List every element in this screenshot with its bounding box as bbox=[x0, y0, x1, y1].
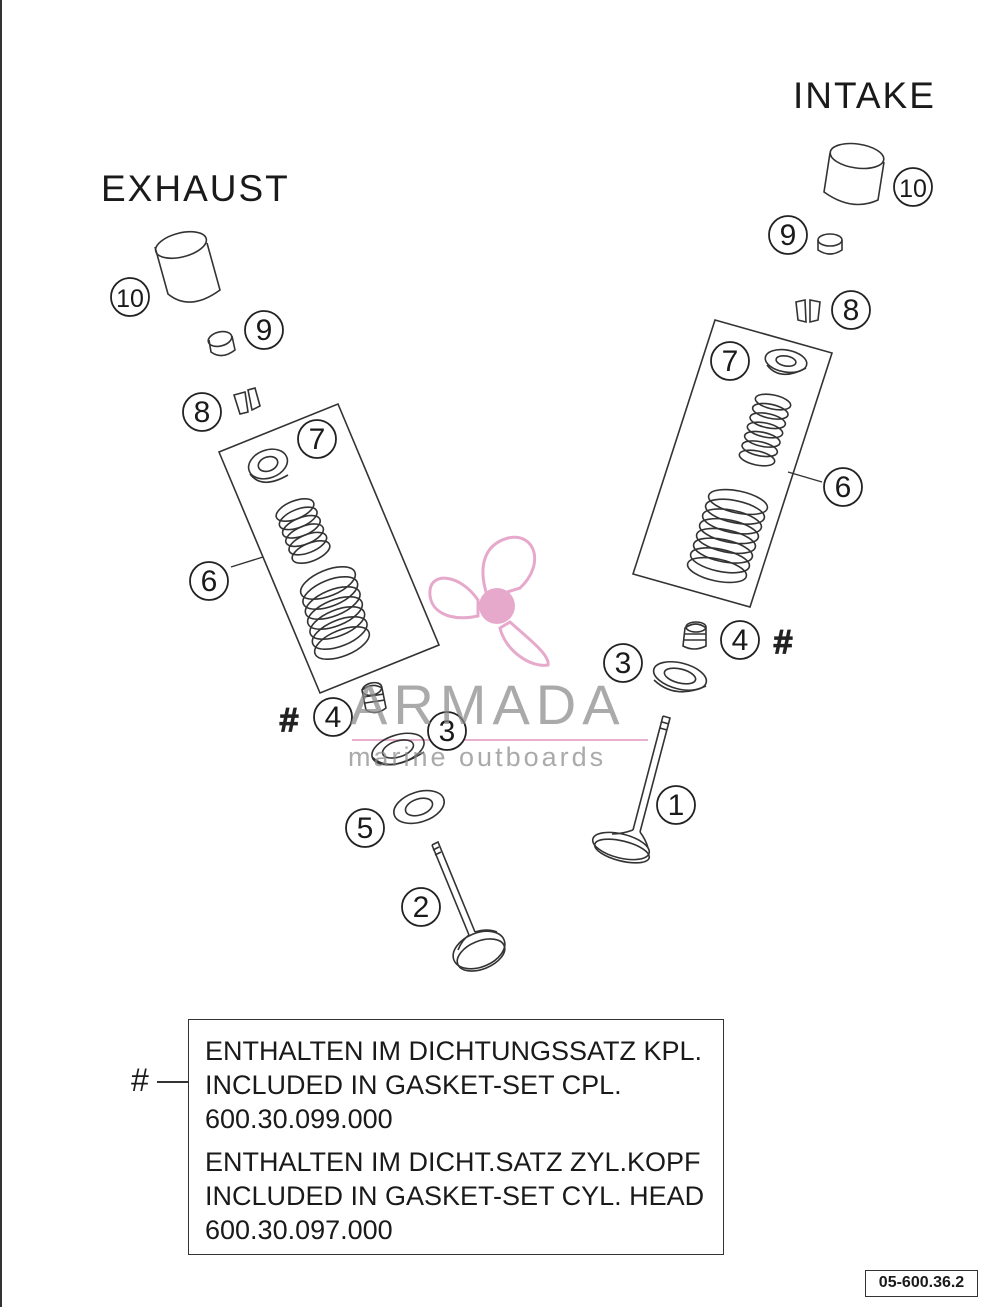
callout-circle-exhaust-3 bbox=[427, 711, 467, 751]
legend-line-4: ENTHALTEN IM DICHT.SATZ ZYL.KOPF bbox=[205, 1147, 701, 1177]
callout-circle-intake-4 bbox=[720, 620, 760, 660]
legend-leader-line bbox=[157, 1081, 188, 1083]
callout-number-intake-9: 9 bbox=[780, 219, 797, 252]
callout-circle-intake-1 bbox=[656, 785, 696, 825]
intake-shim-9 bbox=[817, 233, 843, 255]
watermark-propeller-icon bbox=[428, 535, 550, 667]
callout-circle-intake-9 bbox=[768, 215, 808, 255]
callout-circle-exhaust-9 bbox=[244, 310, 284, 350]
exhaust-gasket-hash-mark: # bbox=[280, 702, 298, 738]
callout-number-intake-7: 7 bbox=[722, 345, 739, 378]
exhaust-valve-stem-seal-4 bbox=[361, 681, 387, 714]
callout-number-exhaust-4: 4 bbox=[325, 701, 342, 734]
watermark-title: ARMADA bbox=[350, 673, 626, 736]
legend-hash-symbol: # bbox=[131, 1062, 149, 1098]
callout-number-exhaust-6: 6 bbox=[201, 565, 218, 598]
legend-line-5: INCLUDED IN GASKET-SET CYL. HEAD bbox=[205, 1181, 705, 1211]
callout-number-intake-4: 4 bbox=[732, 624, 749, 657]
callout-number-intake-6: 6 bbox=[835, 471, 852, 504]
intake-spring-seat-3 bbox=[652, 660, 708, 693]
callout-number-intake-10: 10 bbox=[899, 175, 927, 203]
callout-circle-exhaust-7 bbox=[297, 419, 337, 459]
callout-number-intake-3: 3 bbox=[615, 647, 632, 680]
legend-line-2: INCLUDED IN GASKET-SET CPL. bbox=[205, 1070, 622, 1100]
intake-inner-valve-spring bbox=[738, 393, 792, 467]
callout-circle-intake-3 bbox=[603, 643, 643, 683]
exhaust-valve-cotters-8 bbox=[232, 387, 261, 415]
exhaust-valve-2 bbox=[431, 840, 506, 972]
exhaust-spring-group-box-6 bbox=[217, 402, 441, 695]
intake-valve-stem-seal-4 bbox=[682, 621, 707, 650]
intake-outer-valve-spring bbox=[686, 488, 769, 584]
callout-number-exhaust-5: 5 bbox=[357, 812, 374, 845]
legend-line-3: 600.30.099.000 bbox=[205, 1104, 393, 1134]
callout-circle-intake-8 bbox=[831, 290, 871, 330]
exhaust-leader-6 bbox=[230, 556, 264, 568]
exhaust-label: EXHAUST bbox=[101, 168, 290, 209]
callout-number-exhaust-10: 10 bbox=[116, 285, 144, 313]
intake-bucket-tappet-10 bbox=[823, 142, 885, 206]
intake-label: INTAKE bbox=[793, 75, 936, 116]
intake-spring-retainer-7 bbox=[764, 348, 808, 376]
intake-gasket-hash-mark: # bbox=[774, 624, 792, 660]
callout-circle-exhaust-5 bbox=[345, 808, 385, 848]
callout-circle-exhaust-8 bbox=[182, 392, 222, 432]
callout-number-exhaust-2: 2 bbox=[413, 891, 430, 924]
exhaust-spring-retainer-7 bbox=[247, 448, 289, 484]
callout-number-intake-1: 1 bbox=[668, 789, 685, 822]
exhaust-spring-seat-3 bbox=[371, 732, 425, 766]
callout-circle-exhaust-6 bbox=[189, 561, 229, 601]
callout-circle-exhaust-4 bbox=[313, 697, 353, 737]
exhaust-outer-valve-spring bbox=[299, 565, 371, 661]
diagram-code: 05-600.36.2 bbox=[865, 1270, 978, 1297]
callout-circle-exhaust-10 bbox=[110, 277, 150, 317]
callout-circle-intake-7 bbox=[710, 341, 750, 381]
exhaust-washer-5 bbox=[393, 789, 445, 825]
intake-leader-6 bbox=[787, 471, 823, 483]
exhaust-inner-valve-spring bbox=[275, 497, 331, 565]
exhaust-shim-9 bbox=[207, 330, 236, 357]
exhaust-bucket-tappet-10 bbox=[154, 230, 221, 303]
callout-number-exhaust-8: 8 bbox=[194, 396, 211, 429]
intake-spring-group-box-6 bbox=[631, 319, 834, 608]
callout-circle-intake-6 bbox=[823, 467, 863, 507]
callout-number-exhaust-7: 7 bbox=[309, 423, 326, 456]
callout-number-exhaust-9: 9 bbox=[256, 314, 273, 347]
legend-line-6: 600.30.097.000 bbox=[205, 1215, 393, 1245]
legend-line-1: ENTHALTEN IM DICHTUNGSSATZ KPL. bbox=[205, 1036, 703, 1066]
callout-number-exhaust-3: 3 bbox=[439, 715, 456, 748]
watermark-subtitle: marine outboards bbox=[348, 742, 607, 772]
intake-valve-cotters-8 bbox=[795, 299, 821, 324]
callout-circle-intake-10 bbox=[893, 167, 933, 207]
intake-valve-1 bbox=[591, 715, 671, 864]
left-border-rule bbox=[0, 0, 2, 1307]
callout-number-intake-8: 8 bbox=[843, 294, 860, 327]
legend-box: ENTHALTEN IM DICHTUNGSSATZ KPL. INCLUDED… bbox=[188, 1019, 724, 1255]
callout-circle-exhaust-2 bbox=[401, 887, 441, 927]
